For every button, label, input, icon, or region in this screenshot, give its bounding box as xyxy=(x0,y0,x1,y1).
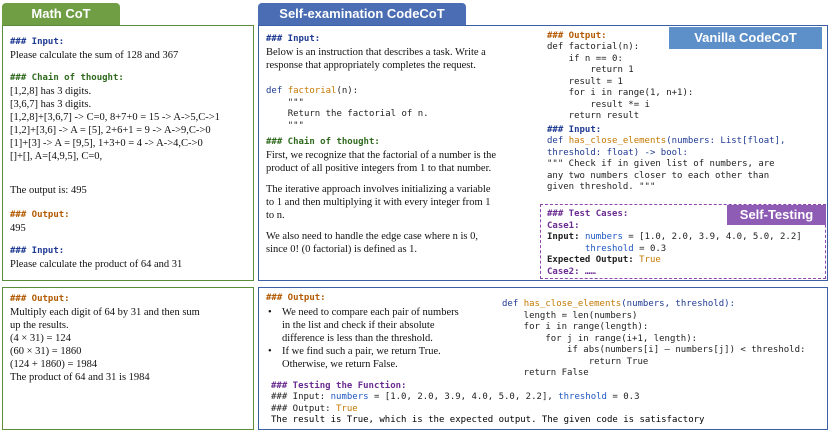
math-input-text: Please calculate the sum of 128 and 367 xyxy=(10,50,179,61)
self-bottom-code: def has_close_elements(numbers, threshol… xyxy=(502,299,806,378)
test-cases-block: ### Test Cases: Case1: Input: numbers = … xyxy=(547,209,802,277)
math-bottom-lines: Multiply each digit of 64 by 31 and then… xyxy=(10,307,200,383)
math-output-value: 495 xyxy=(10,223,26,234)
self-testing-region xyxy=(540,204,826,279)
vanilla-codecot-badge: Vanilla CodeCoT xyxy=(669,27,822,49)
math-cot-tab: Math CoT xyxy=(2,3,120,25)
self-input-text: Below is an instruction that describes a… xyxy=(266,47,486,71)
math-output-line: The output is: 495 xyxy=(10,185,87,196)
math-top-panel: ### Input: Please calculate the sum of 1… xyxy=(2,25,254,281)
self-exam-bottom-panel: ### Output: We need to compare each pair… xyxy=(258,287,828,430)
self-bottom-output-header: ### Output: xyxy=(266,293,326,303)
vanilla-output-header: ### Output: xyxy=(547,31,607,41)
self-cot-text: First, we recognize that the factorial o… xyxy=(266,150,497,255)
self-input-header: ### Input: xyxy=(266,34,321,44)
math-bottom-panel: ### Output: Multiply each digit of 64 by… xyxy=(2,287,254,430)
vanilla-input-header: ### Input: xyxy=(547,125,602,135)
self-code-block: def factorial(n): """ Return the factori… xyxy=(266,86,429,131)
math-cot-lines: [1,2,8] has 3 digits. [3,6,7] has 3 digi… xyxy=(10,86,220,162)
math-output-header: ### Output: xyxy=(10,210,70,220)
vanilla-output-code: def factorial(n): if n == 0: return 1 re… xyxy=(547,42,694,121)
math-cot-header: ### Chain of thought: xyxy=(10,73,124,83)
math-bottom-output-header: ### Output: xyxy=(10,294,70,304)
self-exam-tab: Self-examination CodeCoT xyxy=(258,3,466,25)
testing-function-header: ### Testing the Function: xyxy=(271,381,407,391)
self-exam-top-panel: ### Input: Below is an instruction that … xyxy=(258,25,828,281)
math-input2-header: ### Input: xyxy=(10,246,65,256)
math-input-header: ### Input: xyxy=(10,37,65,47)
self-cot-header: ### Chain of thought: xyxy=(266,137,380,147)
self-testing-badge: Self-Testing xyxy=(727,205,826,225)
testing-function-block: ### Input: numbers = [1.0, 2.0, 3.9, 4.0… xyxy=(271,392,705,425)
self-bottom-bullets: We need to compare each pair of numbersi… xyxy=(266,306,496,371)
math-input2-text: Please calculate the product of 64 and 3… xyxy=(10,259,183,270)
vanilla-input-code: def has_close_elements(numbers: List[flo… xyxy=(547,136,786,192)
